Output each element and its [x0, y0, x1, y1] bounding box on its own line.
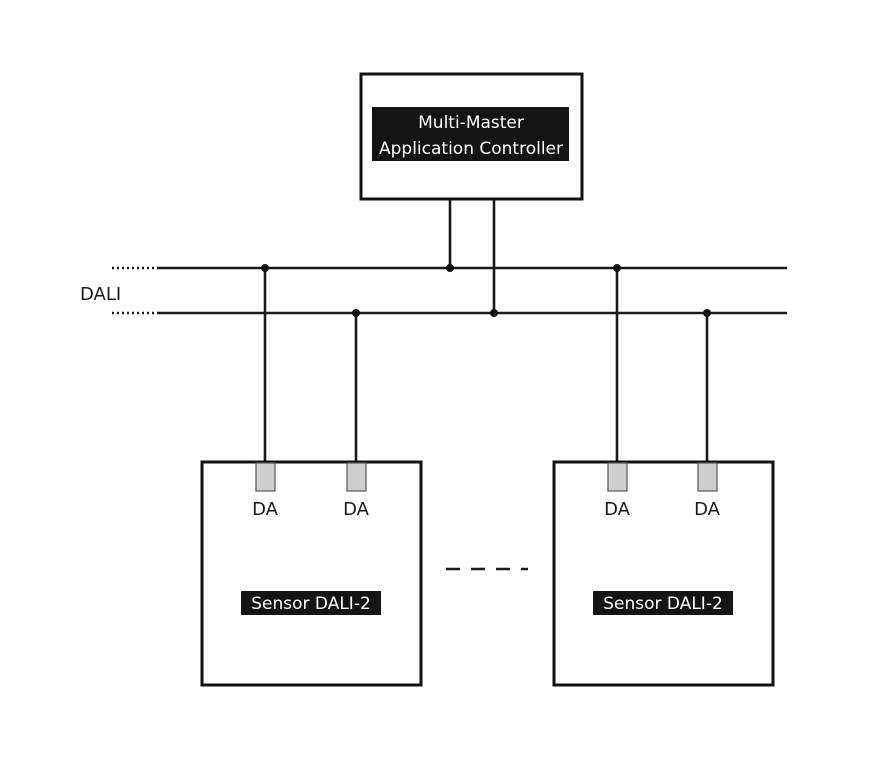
bus-label: DALI [80, 284, 121, 305]
sensor-box [200, 460, 423, 687]
controller-label-line1: Multi-Master [418, 113, 524, 133]
sensor-label: Sensor DALI-2 [603, 594, 723, 614]
da-terminal [346, 462, 367, 492]
controller-label-background [372, 107, 569, 161]
junction-node [261, 264, 269, 272]
junction-node [703, 309, 711, 317]
junction-node [613, 264, 621, 272]
da-terminal-label: DA [343, 499, 370, 520]
da-terminal-label: DA [604, 499, 631, 520]
da-terminal-label: DA [694, 499, 721, 520]
da-terminal [697, 462, 718, 492]
sensor-label: Sensor DALI-2 [251, 594, 371, 614]
sensor-label-background [593, 591, 733, 615]
junction-node [446, 264, 454, 272]
sensor-block: DA DA Sensor DALI-2 [200, 460, 423, 687]
sensor-label-background [241, 591, 381, 615]
junction-node [490, 309, 498, 317]
controller-block: Multi-Master Application Controller [359, 72, 584, 201]
sensor-block: DA DA Sensor DALI-2 [552, 460, 775, 687]
controller-label-line2: Application Controller [379, 139, 563, 159]
sensor-box [552, 460, 775, 687]
junction-node [352, 309, 360, 317]
da-terminal-label: DA [252, 499, 279, 520]
da-terminal [255, 462, 276, 492]
da-terminal [607, 462, 628, 492]
